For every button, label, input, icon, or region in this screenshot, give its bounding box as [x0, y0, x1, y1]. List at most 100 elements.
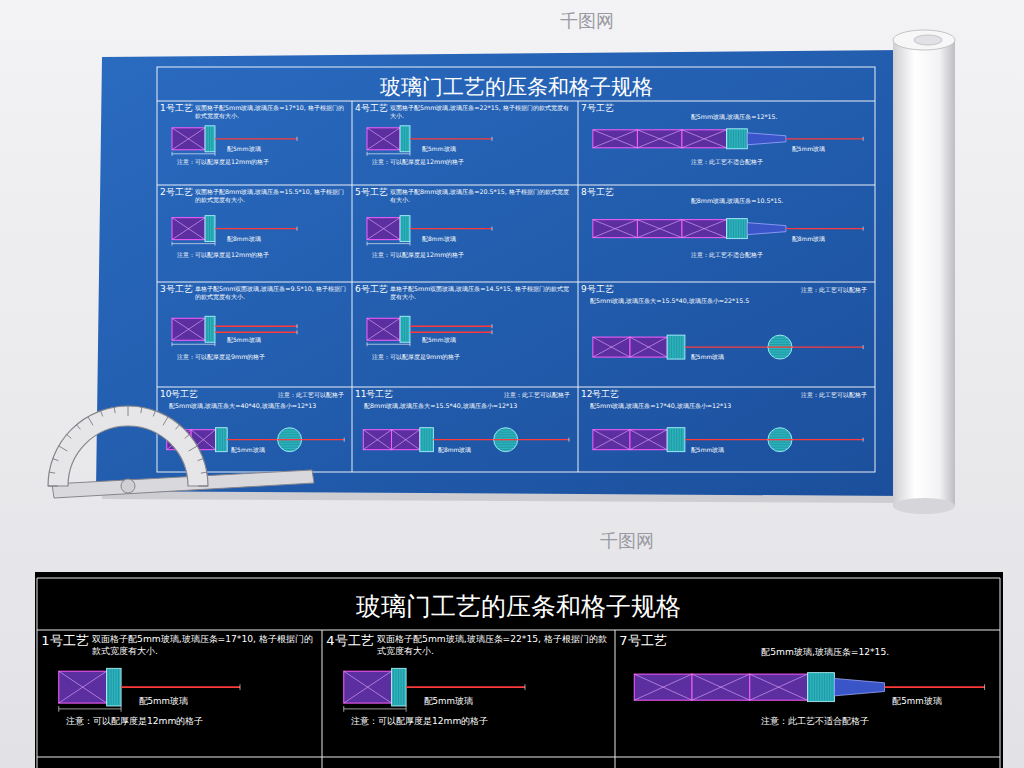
profile-cross: [634, 674, 692, 700]
bead-hatch: [679, 336, 680, 358]
glass-line: [410, 138, 492, 139]
round-muntin: [768, 335, 792, 359]
bead-hatch: [829, 674, 830, 701]
process-cell: 1号工艺双面格子配5mm玻璃,玻璃压条=17*10, 格子根据门的款式宽度有大小…: [157, 101, 352, 185]
spec-text: 配5mm玻璃,玻璃压条=12*15.: [691, 113, 778, 121]
profile-cross: [59, 671, 107, 703]
dimension-tick: [410, 342, 411, 346]
protractor-tick: [101, 411, 103, 417]
muntin-hatch: [281, 432, 298, 433]
dimension-tick: [58, 706, 59, 712]
bead-hatch: [207, 317, 208, 341]
process-number: 4号工艺: [355, 103, 388, 114]
glass-label: 配5mm玻璃: [227, 336, 261, 344]
frame-profile: [692, 674, 750, 700]
dimension-tick: [215, 152, 216, 156]
protractor-tick: [153, 411, 155, 417]
grid-line: [157, 387, 875, 388]
dimension-tick: [367, 242, 368, 246]
bead-hatch: [209, 127, 210, 151]
grid-line: [352, 101, 353, 472]
profile-cross: [593, 220, 638, 238]
bead-hatch: [731, 130, 732, 148]
process-number: 3号工艺: [160, 284, 193, 295]
glass-line: [410, 326, 492, 327]
bead-hatch: [402, 317, 403, 341]
profile-cross: [363, 430, 391, 450]
blueprint-paper: [96, 50, 904, 496]
protractor-arm: [52, 470, 314, 498]
frame-profile: [637, 220, 682, 238]
profile-cross: [593, 337, 630, 357]
bead-hatch: [207, 217, 208, 241]
protractor-tick: [176, 425, 180, 430]
muntin-hatch: [284, 449, 295, 450]
glass-line: [685, 346, 863, 347]
glass-line: [685, 439, 863, 440]
bead-hatch: [738, 130, 739, 148]
bead-hatch: [736, 220, 737, 238]
note-text: 注意：可以配厚度是9mm的格子: [372, 353, 460, 361]
bead-hatch: [225, 429, 226, 451]
glass-label: 配5mm玻璃: [892, 696, 941, 707]
bead-hatch: [393, 669, 394, 705]
glass-line: [215, 326, 297, 327]
profile-cross: [630, 430, 667, 450]
round-muntin: [494, 428, 518, 452]
muntin-hatch: [769, 439, 791, 440]
grid-line: [37, 757, 1000, 758]
note-text: 注意：可以配厚度是12mm的格子: [351, 716, 488, 727]
protractor-tick: [198, 459, 204, 461]
profile-drawings: [59, 126, 985, 712]
bead-hatch: [817, 674, 818, 701]
profile-cross: [392, 430, 420, 450]
bead-hatch: [404, 127, 405, 151]
muntin-hatch: [770, 352, 790, 353]
muntin-hatch: [774, 449, 785, 450]
spec-text: 配8mm玻璃,玻璃压条=10.5*15.: [691, 197, 784, 205]
protractor-tick: [48, 486, 58, 487]
dimension-line: [367, 153, 410, 154]
profile-cross: [637, 220, 682, 238]
note-text: 注意：可以配厚度是12mm的格子: [372, 251, 464, 259]
bead-hatch: [743, 220, 744, 238]
protractor-ring: [48, 406, 208, 486]
process-cell: 11号工艺注意：此工艺可以配格子配8mm玻璃,玻璃压条大=15.5*40,玻璃压…: [352, 387, 578, 472]
glass-line: [410, 332, 492, 333]
glass-line: [406, 686, 525, 688]
dimension-line: [172, 243, 215, 244]
process-number: 9号工艺: [581, 284, 614, 295]
bead-hatch: [429, 429, 430, 451]
bead-hatch: [207, 127, 208, 151]
dimension-line: [59, 708, 121, 709]
note-text: 注意：此工艺可以配格子: [278, 391, 344, 399]
glass-end-tick: [344, 438, 345, 442]
round-muntin: [768, 428, 792, 452]
bead-hatch: [741, 220, 742, 238]
process-number: 11号工艺: [355, 389, 393, 400]
glass-end-tick: [984, 684, 985, 690]
glass-end-tick: [297, 330, 298, 334]
muntin-hatch: [769, 442, 790, 443]
bead-hatch: [832, 674, 833, 701]
muntin-hatch: [772, 447, 789, 448]
note-text: 注意：可以配厚度是12mm的格子: [177, 158, 269, 166]
glazing-bead: [107, 668, 122, 706]
bead-hatch: [671, 429, 672, 451]
bead-hatch: [676, 336, 677, 358]
muntin-hatch: [772, 354, 789, 355]
strip-grid: [37, 578, 1000, 768]
bead-hatch: [108, 669, 109, 705]
glazing-bead: [400, 126, 410, 152]
grid-line: [37, 630, 1000, 631]
frame-profile: [172, 128, 205, 150]
diagram-title: 玻璃门工艺的压条和格子规格: [157, 74, 875, 100]
glass-end-tick: [863, 438, 864, 442]
process-cell: 8号工艺配8mm玻璃,玻璃压条=10.5*15.注意：此工艺不适合配格子: [578, 185, 875, 282]
bead-hatch: [401, 669, 402, 705]
roll-top: [893, 30, 955, 50]
note-text: 注意：此工艺可以配格子: [504, 391, 570, 399]
glass-label: 配8mm玻璃: [227, 235, 261, 243]
bead-hatch: [209, 217, 210, 241]
